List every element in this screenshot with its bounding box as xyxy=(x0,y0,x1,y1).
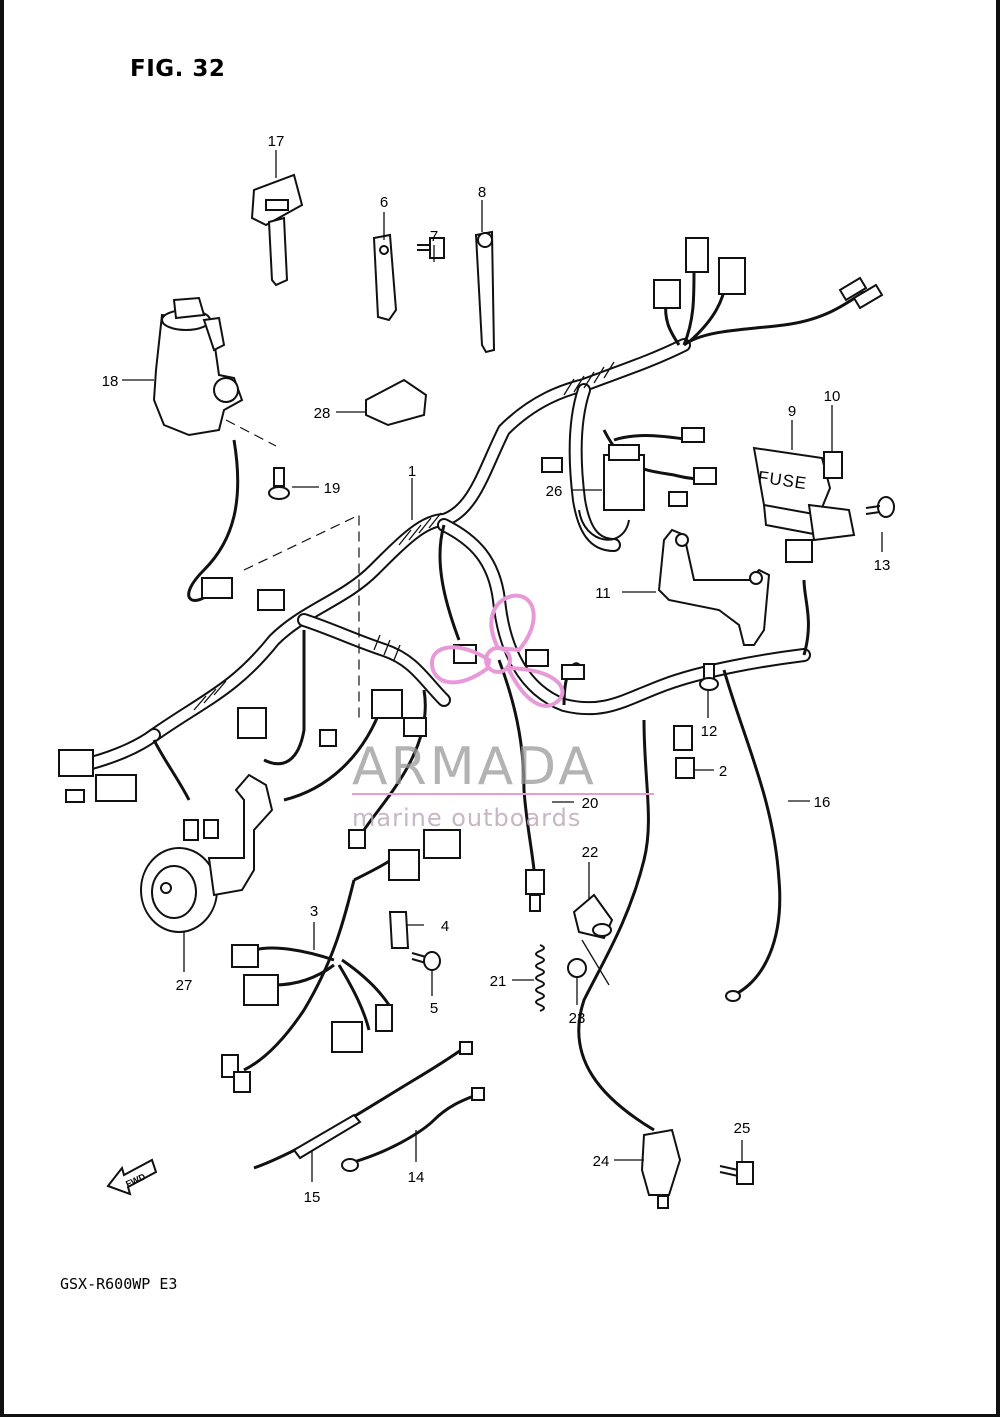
callout-28: 28 xyxy=(314,405,331,422)
callout-7: 7 xyxy=(430,228,438,245)
sub-harness-3 xyxy=(221,829,461,1093)
bolt-13 xyxy=(865,496,895,518)
connector-2b xyxy=(675,757,695,779)
callout-20: 20 xyxy=(582,795,599,812)
callout-labels: 1 2 3 4 5 6 7 8 9 10 11 12 13 14 15 16 1… xyxy=(102,133,891,1206)
harness-clamp-bracket xyxy=(372,233,398,322)
callout-4: 4 xyxy=(441,918,449,935)
callout-13: 13 xyxy=(874,557,891,574)
watermark-brand: ARMADA xyxy=(352,737,597,797)
switch-lead xyxy=(525,649,585,912)
left-connectors xyxy=(58,577,477,803)
callout-26: 26 xyxy=(546,483,563,500)
screw-12 xyxy=(699,663,719,691)
wiring-diagram: FUSE xyxy=(58,133,895,1209)
callout-11: 11 xyxy=(595,585,611,602)
callout-23: 23 xyxy=(569,1010,586,1027)
callout-25: 25 xyxy=(734,1120,751,1137)
figure-title: FIG. 32 xyxy=(130,56,226,82)
callout-6: 6 xyxy=(380,194,388,211)
callout-16: 16 xyxy=(814,794,831,811)
cable-tie-head xyxy=(477,232,493,248)
bracket-hole-left xyxy=(675,533,689,547)
fuse-box-bracket xyxy=(657,528,771,646)
model-code: GSX-R600WP E3 xyxy=(60,1275,178,1293)
watermark-logo-icon xyxy=(429,593,565,708)
wire-clamp-hole xyxy=(592,923,612,937)
connector-2a xyxy=(673,725,693,751)
guide-line-harness xyxy=(243,514,360,720)
callout-14: 14 xyxy=(408,1169,425,1186)
lead-wire-15 xyxy=(253,1041,473,1170)
clip-4 xyxy=(388,911,410,949)
callout-27: 27 xyxy=(176,977,193,994)
callout-17: 17 xyxy=(268,133,285,150)
top-connectors xyxy=(653,237,884,310)
cable-tie xyxy=(474,230,496,354)
lead-wire-14 xyxy=(341,1087,485,1172)
horn xyxy=(140,773,274,933)
watermark: ARMADA marine outboards xyxy=(352,593,654,832)
clamp-hole xyxy=(379,245,389,255)
ignition-key xyxy=(250,173,304,287)
callout-24: 24 xyxy=(593,1153,610,1170)
return-spring xyxy=(535,944,545,1012)
callout-19: 19 xyxy=(324,480,341,497)
bolt-25 xyxy=(719,1161,754,1185)
bracket-hole-right xyxy=(749,571,763,585)
callout-9: 9 xyxy=(788,403,796,420)
fuse xyxy=(823,451,843,479)
starter-relay xyxy=(541,427,717,541)
callout-3: 3 xyxy=(310,903,318,920)
callout-22: 22 xyxy=(582,844,599,861)
ground-terminal-16 xyxy=(725,990,741,1002)
screw-19 xyxy=(268,467,290,500)
callout-8: 8 xyxy=(478,184,486,201)
sensor-24 xyxy=(640,1128,682,1209)
callout-5: 5 xyxy=(430,1000,438,1017)
fuse-box xyxy=(752,446,856,563)
callout-10: 10 xyxy=(824,388,841,405)
callout-12: 12 xyxy=(701,723,718,740)
ignition-switch xyxy=(152,296,244,437)
guide-line-22 xyxy=(581,939,610,986)
callout-2: 2 xyxy=(719,763,727,780)
leader-lines xyxy=(122,150,883,1182)
fwd-arrow xyxy=(106,1158,158,1196)
callout-1: 1 xyxy=(408,463,416,480)
callout-21: 21 xyxy=(490,973,507,990)
callout-18: 18 xyxy=(102,373,119,390)
cushion-pad xyxy=(365,378,428,427)
watermark-tagline: marine outboards xyxy=(352,804,581,832)
guide-line-19 xyxy=(225,419,277,447)
callout-15: 15 xyxy=(304,1189,321,1206)
screw-23 xyxy=(567,958,587,978)
screw-5 xyxy=(411,951,441,971)
